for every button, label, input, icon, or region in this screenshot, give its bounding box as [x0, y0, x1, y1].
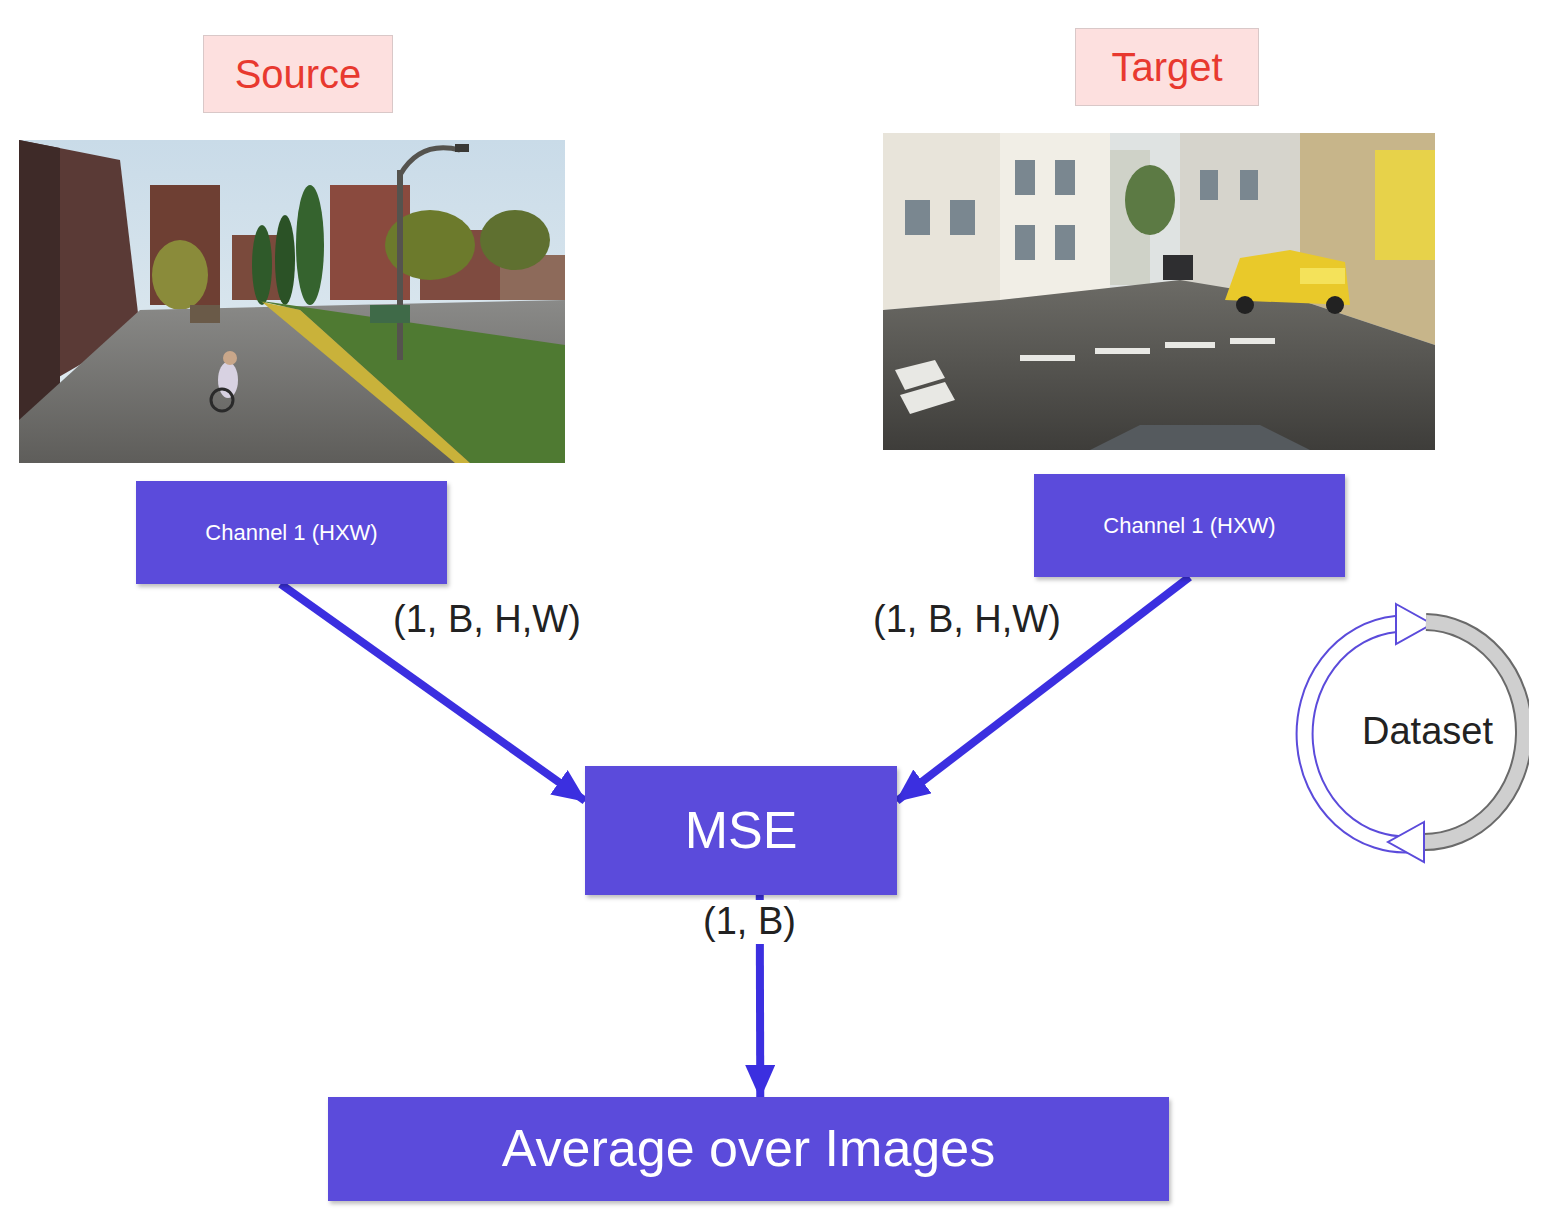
tensor-shape: (1, B): [700, 900, 799, 944]
node-text: Channel 1 (HXW): [205, 520, 377, 545]
node-text: MSE: [685, 801, 798, 861]
node-text: Average over Images: [502, 1119, 995, 1179]
tensor-shape: (1, B, H,W): [390, 598, 584, 642]
node-text: Source: [235, 51, 362, 97]
tensor-shape: (1, B, H,W): [870, 598, 1064, 642]
process-box: Channel 1 (HXW): [136, 481, 447, 584]
node-text: Channel 1 (HXW): [1103, 513, 1275, 538]
node-text: Target: [1111, 44, 1222, 90]
title-tag: Target: [1075, 28, 1259, 106]
process-box: Channel 1 (HXW): [1034, 474, 1345, 577]
title-tag: Source: [203, 35, 393, 113]
process-box: Average over Images: [328, 1097, 1169, 1201]
cycle-node: Dataset: [1292, 598, 1563, 866]
source-image: [19, 140, 565, 463]
flow-arrow: [281, 584, 585, 801]
node-text: Dataset: [1362, 710, 1493, 754]
target-image: [883, 133, 1435, 450]
process-box: MSE: [585, 766, 897, 895]
